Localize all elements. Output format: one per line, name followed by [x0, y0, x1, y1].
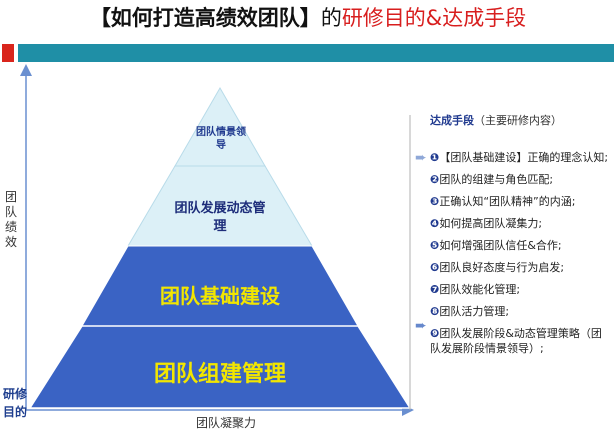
- method-item: ❹如何提高团队凝集力;: [430, 216, 610, 231]
- method-item-number: ❹: [430, 217, 440, 230]
- method-item-number: ❾: [430, 327, 440, 340]
- method-item-number: ❸: [430, 195, 440, 208]
- method-item: ❼团队效能化管理;: [430, 282, 610, 297]
- method-item-text: 如何增强团队信任&合作;: [439, 239, 562, 252]
- x-axis-label: 团队凝聚力: [196, 416, 257, 430]
- method-item-text: 团队的组建与角色匹配;: [439, 173, 554, 186]
- title-part3: 研修目的&达成手段: [341, 6, 527, 30]
- pyramid-tier-4-label: 团队组建管理: [153, 362, 286, 387]
- methods-list: ❶【团队基础建设】正确的理念认知; ❷团队的组建与角色匹配; ❸正确认知“团队精神”…: [430, 150, 610, 356]
- panel-heading-main: 达成手段: [430, 114, 474, 127]
- method-item: ❻团队良好态度与行为启发;: [430, 260, 610, 275]
- method-item-text: 团队发展阶段&动态管理策略（团队发展阶段情景领导）;: [430, 327, 602, 355]
- method-item-text: 团队活力管理;: [439, 305, 510, 318]
- method-item-text: 【团队基础建设】正确的理念认知;: [439, 151, 609, 164]
- method-item-number: ❼: [430, 283, 440, 296]
- y-axis-label: 团队绩效: [4, 190, 17, 249]
- method-item: ❾团队发展阶段&动态管理策略（团队发展阶段情景领导）;: [430, 326, 610, 356]
- slide-title: 【如何打造高绩效团队】的研修目的&达成手段: [0, 4, 616, 32]
- method-item: ❷团队的组建与角色匹配;: [430, 172, 610, 187]
- method-item-text: 如何提高团队凝集力;: [439, 217, 543, 230]
- method-item: ❸正确认知“团队精神”的内涵;: [430, 194, 610, 209]
- title-part2: 的: [320, 6, 342, 30]
- pyramid-tier-1-label: 团队情景领导: [196, 127, 246, 151]
- header-accent-red: [2, 44, 14, 62]
- method-item-text: 团队良好态度与行为启发;: [439, 261, 565, 274]
- panel-heading: 达成手段（主要研修内容）: [430, 112, 610, 128]
- method-item-text: 正确认知“团队精神”的内涵;: [439, 195, 576, 208]
- method-item-number: ❻: [430, 261, 440, 274]
- goal-label: 研修目的: [2, 387, 27, 419]
- methods-panel: 达成手段（主要研修内容） ❶【团队基础建设】正确的理念认知; ❷团队的组建与角色匹…: [430, 112, 610, 363]
- method-item-text: 团队效能化管理;: [439, 283, 521, 296]
- panel-heading-sub: （主要研修内容）: [474, 114, 562, 127]
- arrow-right-icon: ➨: [415, 318, 427, 334]
- method-item: ❶【团队基础建设】正确的理念认知;: [430, 150, 610, 165]
- method-item: ❽团队活力管理;: [430, 304, 610, 319]
- method-item-number: ❶: [430, 151, 440, 164]
- arrow-right-icon: ➨: [415, 150, 427, 166]
- method-item-number: ❽: [430, 305, 440, 318]
- method-item-number: ❺: [430, 239, 440, 252]
- header-accent-teal: [18, 44, 614, 62]
- pyramid-tier-2-label: 团队发展动态管理: [174, 201, 266, 234]
- pyramid-tier-3-label: 团队基础建设: [160, 284, 280, 308]
- method-item: ❺如何增强团队信任&合作;: [430, 238, 610, 253]
- method-item-number: ❷: [430, 173, 440, 186]
- title-part1: 【如何打造高绩效团队】: [89, 6, 321, 30]
